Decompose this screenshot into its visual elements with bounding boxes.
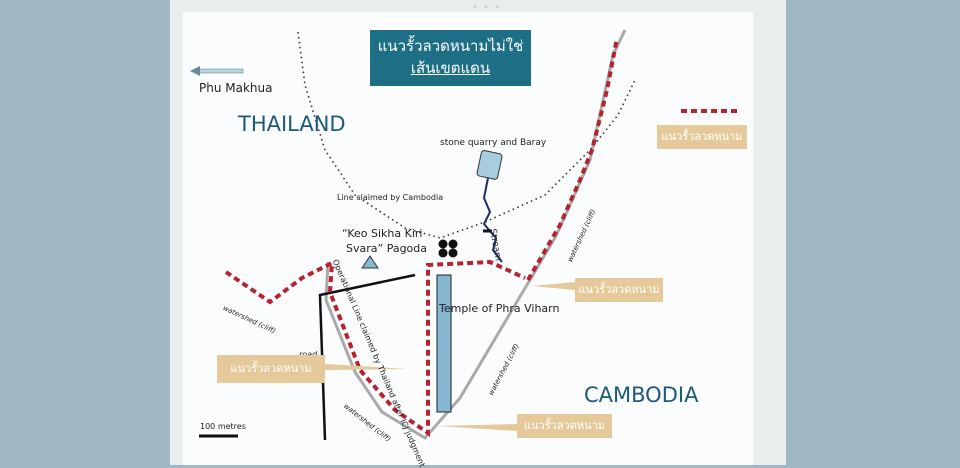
label-road: road [299,350,317,359]
fence-left [224,259,526,437]
monument-symbol [438,239,458,258]
label-phu-makhua: Phu Makhua [199,81,273,95]
callout-tag-2: แนวรั้วลวดหนาม [217,355,325,383]
label-pagoda-2: Svara” Pagoda [346,242,428,255]
phu-makhua-arrow [190,66,244,76]
label-cambodia-claim-line: Line claimed by Cambodia [337,193,444,202]
callout-tag-3: แนวรั้วลวดหนาม [517,414,612,438]
label-stone-quarry: stone quarry and Baray [440,138,547,148]
baray-pond [476,150,503,180]
temple-rect [436,274,452,413]
map-paper [183,12,753,465]
label-pagoda-1: “Keo Sikha Kiri [342,227,423,240]
title-line-1: แนวรั้วลวดหนามไม่ใช่ [377,37,524,55]
callout-pointer-1 [532,282,575,290]
stream-line [482,177,503,263]
label-scale: 100 metres [200,422,246,431]
legend-tag: แนวรั้วลวดหนาม [657,125,747,149]
road-line [318,273,416,441]
label-temple: Temple of Phra Viharn [439,302,560,315]
top-dots: • • • [472,2,502,13]
fence-right [526,37,619,282]
title-box: แนวรั้วลวดหนามไม่ใช่ เส้นเขตแดน [370,30,531,86]
callout-pointer-3 [436,424,517,431]
pagoda-triangle [361,255,379,269]
title-line-2: เส้นเขตแดน [410,59,491,77]
callout-pointer-2 [325,364,408,370]
label-thailand: THAILAND [238,112,346,136]
label-cambodia: CAMBODIA [584,383,699,407]
callout-tag-1: แนวรั้วลวดหนาม [575,278,663,302]
